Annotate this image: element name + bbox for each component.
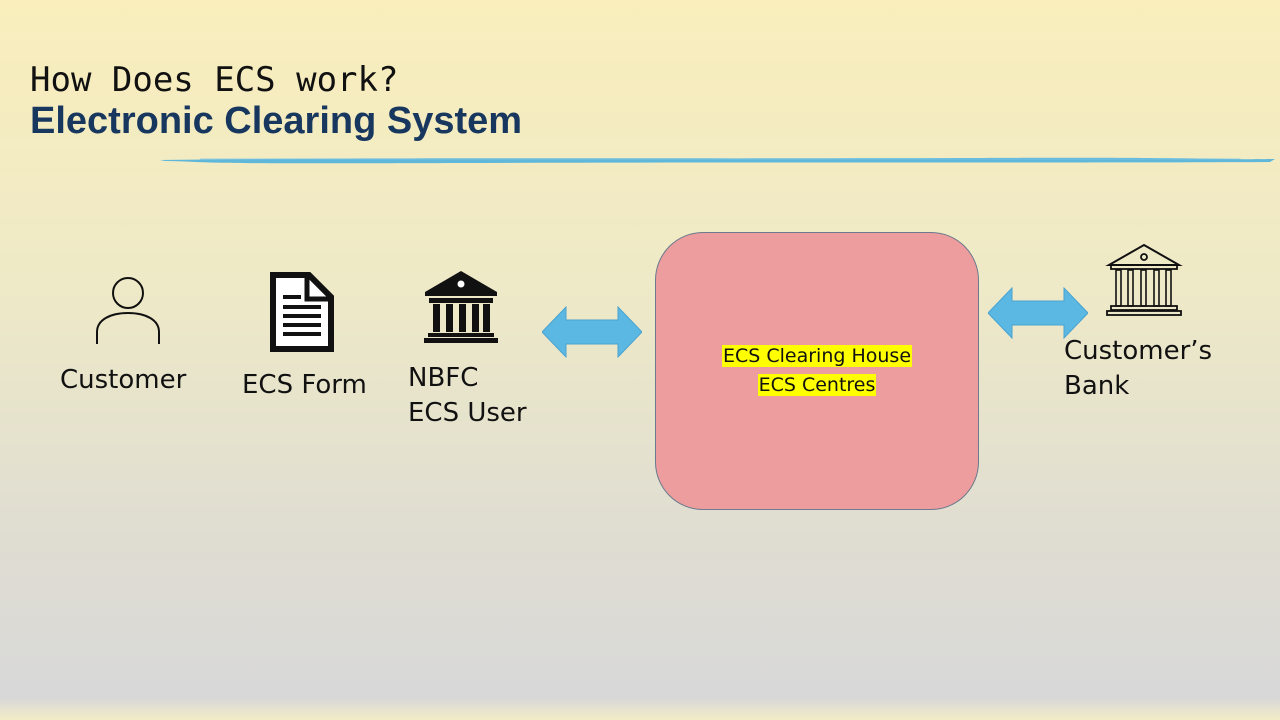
nbfc-label-line2: ECS User (408, 398, 527, 428)
clearing-house-label: ECS Clearing House (721, 345, 913, 367)
customer-bank-label-line1: Customer’s (1064, 336, 1213, 366)
slide-subtitle: Electronic Clearing System (30, 100, 523, 142)
customer-bank-label-line2: Bank (1064, 371, 1130, 401)
bank-outline-icon (1105, 243, 1183, 316)
double-arrow-nbfc-clearing (542, 306, 642, 358)
double-arrow-clearing-bank (988, 287, 1088, 339)
ecs-form-label: ECS Form (242, 370, 367, 400)
document-icon (270, 272, 334, 352)
clearing-house-text: ECS Clearing House ECS Centres (655, 342, 979, 400)
ecs-centres-label: ECS Centres (757, 374, 877, 396)
clearing-house-box (655, 232, 979, 510)
bank-building-icon (424, 271, 498, 343)
slide-title: How Does ECS work? (30, 60, 399, 100)
divider-brush-line (160, 157, 1275, 164)
customer-label: Customer (60, 365, 187, 395)
person-icon (96, 277, 160, 344)
nbfc-label-line1: NBFC (408, 363, 479, 393)
